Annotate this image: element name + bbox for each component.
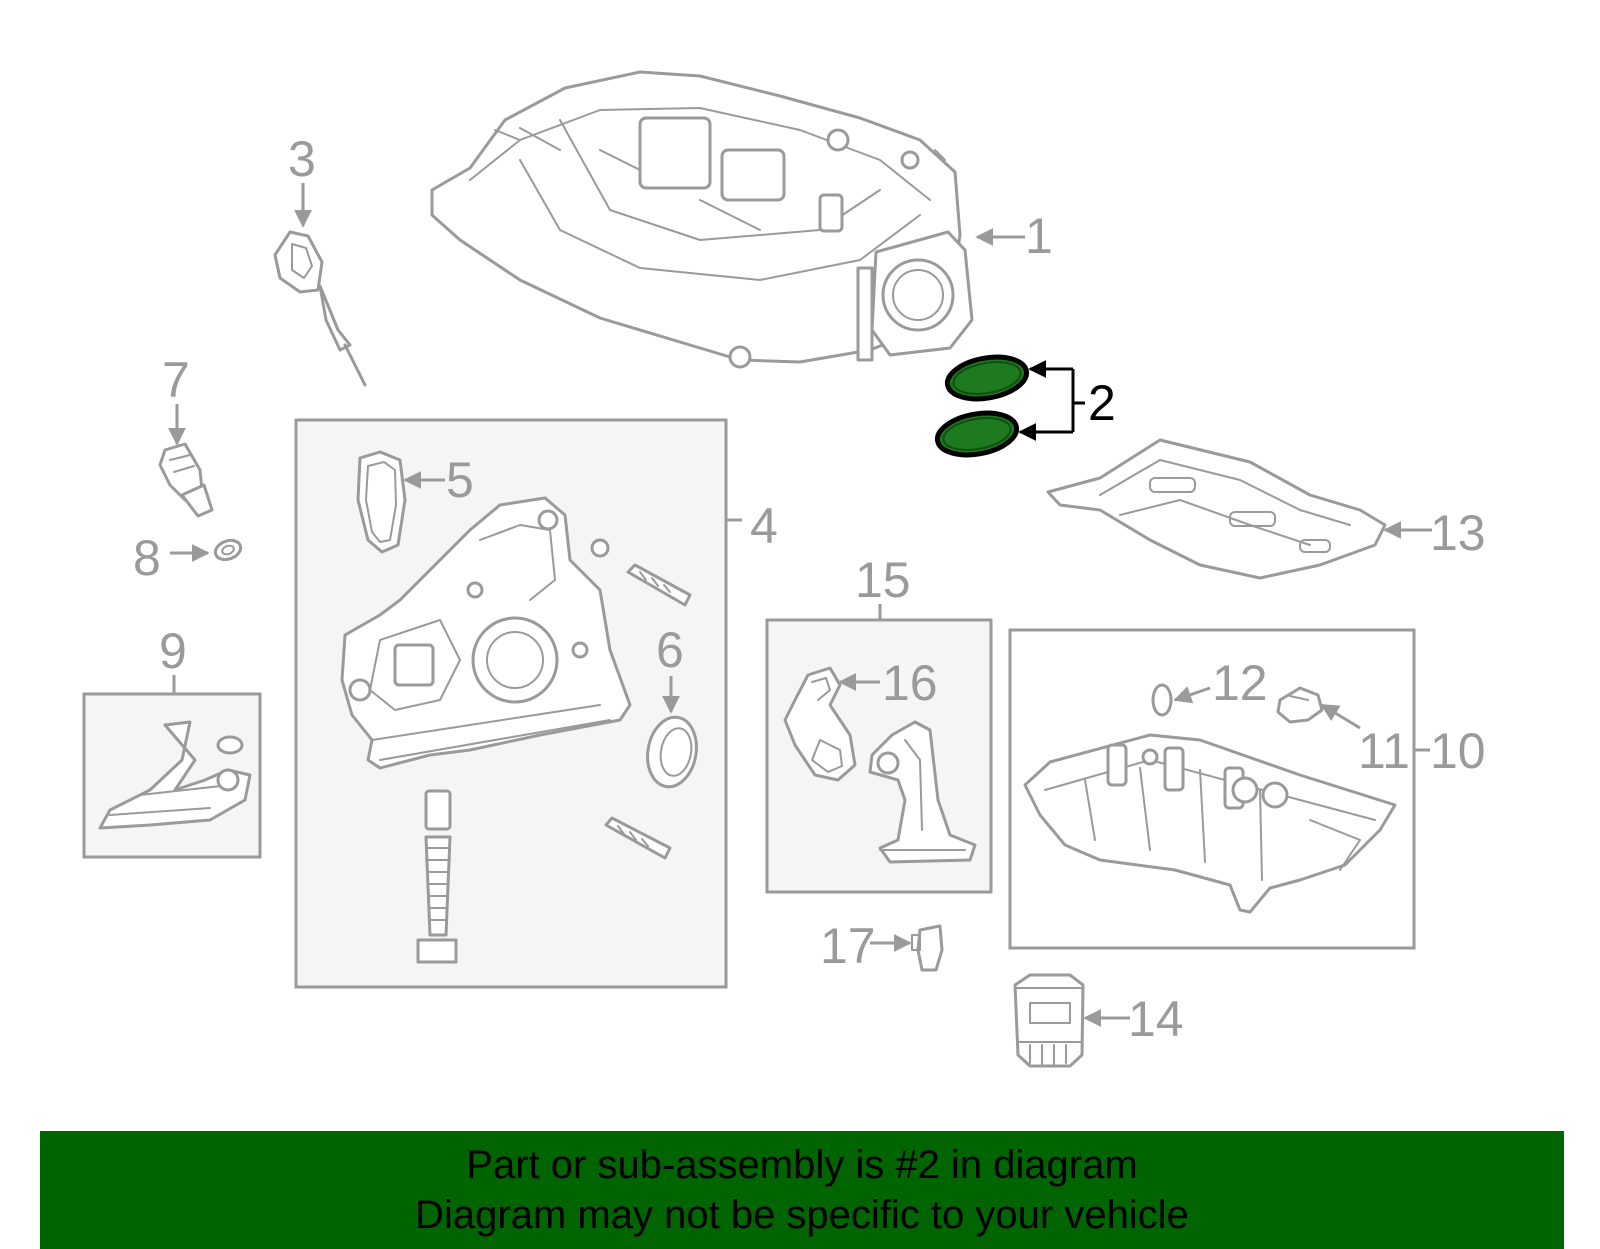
callout-13: 13 [1430,505,1486,561]
dipstick[interactable] [273,230,367,387]
drain-bolt-11[interactable] [1276,686,1324,724]
oil-pressure-sensor[interactable] [158,442,214,518]
callout-1: 1 [1025,208,1053,264]
housing-gasket[interactable] [783,666,857,782]
oil-pump-assembly[interactable] [340,496,632,770]
callout-4: 4 [750,498,778,554]
oil-strainer[interactable] [98,720,252,830]
oil-filter[interactable] [1013,973,1085,1068]
intake-manifold[interactable] [430,70,974,369]
banner-line-2: Diagram may not be specific to your vehi… [415,1193,1189,1237]
banner-line-1: Part or sub-assembly is #2 in diagram [466,1143,1138,1187]
callout-16: 16 [882,655,938,711]
gasket-pair-highlighted[interactable] [934,351,1030,460]
oil-pan[interactable] [1023,733,1397,914]
stud-bolt-upper[interactable] [626,563,692,607]
callout-2: 2 [1088,375,1116,431]
relief-valve-spring-bolt[interactable] [416,789,458,964]
callout-6: 6 [656,622,684,678]
sealing-washer[interactable] [213,537,244,563]
oil-pump-gasket[interactable] [356,450,407,554]
callout-12: 12 [1212,655,1268,711]
crankshaft-oil-seal[interactable] [642,713,701,790]
info-banner: Part or sub-assembly is #2 in diagram Di… [40,1131,1564,1249]
callout-9: 9 [159,623,187,679]
callout-17: 17 [820,918,876,974]
callout-15: 15 [855,552,911,608]
callout-14: 14 [1128,991,1184,1047]
callout-10: 10 [1430,723,1486,779]
stud-bolt-lower[interactable] [604,816,672,860]
drain-plug-17[interactable] [911,924,944,972]
callout-7: 7 [162,352,190,408]
callout-11: 11 [1358,723,1410,779]
drain-plug-washer-12[interactable] [1151,683,1173,717]
callout-2-bracket [1018,360,1085,441]
callout-8: 8 [133,530,161,586]
oil-filter-housing[interactable] [868,720,977,864]
callout-5: 5 [446,452,474,508]
oil-baffle-plate[interactable] [1046,438,1387,580]
callout-3: 3 [288,131,316,187]
